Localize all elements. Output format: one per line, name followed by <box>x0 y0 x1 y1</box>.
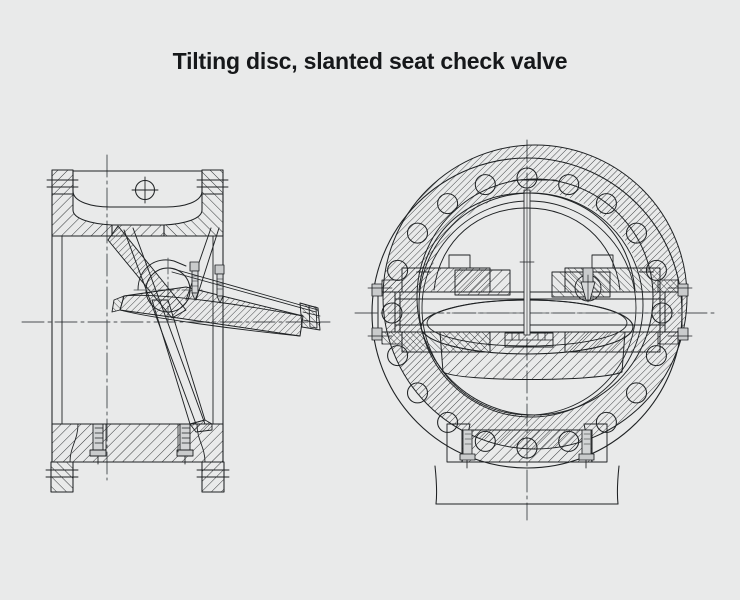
seat-arch-notches <box>448 254 614 269</box>
lower-seat-bolt-right <box>578 429 595 469</box>
slanted-disc-arm <box>119 286 304 337</box>
disc-arm-edges <box>119 294 304 337</box>
shaft-assembly <box>367 189 693 380</box>
cover-center-mark <box>131 176 159 204</box>
bottom-seat-bolt-right <box>176 423 194 465</box>
hub-block-left <box>454 269 511 296</box>
bearing-end-cap-left <box>367 279 403 345</box>
central-hub-section <box>439 331 626 380</box>
body-top-wall-right <box>163 193 224 237</box>
lower-strut-foot <box>189 419 213 433</box>
top-flange <box>46 169 229 237</box>
disc-arm-bolt-left <box>189 261 200 301</box>
bottom-bore-relief-left <box>69 423 79 463</box>
top-flange-right-plate <box>201 169 224 195</box>
disc-projection-lines <box>169 267 319 313</box>
end-view <box>354 139 719 521</box>
upper-seat-arch-inner <box>433 207 621 291</box>
seat-plate-left-rib <box>446 423 471 463</box>
lower-seat-plate <box>446 423 608 469</box>
seat-plate-right-rib <box>583 423 608 463</box>
hub-block-right <box>551 271 611 298</box>
page-title: Tilting disc, slanted seat check valve <box>172 48 568 74</box>
top-flange-left-plate <box>51 169 74 195</box>
bottom-flange <box>45 423 230 493</box>
support-base <box>434 465 620 505</box>
hub-grease-fitting <box>574 267 602 303</box>
body-side-walls <box>51 193 224 463</box>
lower-strut <box>151 299 213 433</box>
side-elevation-view <box>21 154 331 493</box>
disc-arm-end-cap <box>299 302 321 331</box>
pivot-hub-outer-arc <box>137 259 187 291</box>
upper-seat-arch-outer <box>418 192 636 291</box>
bottom-seat-bolts <box>89 423 194 465</box>
bottom-seat-bolt-left <box>89 423 107 465</box>
bottom-flange-stud-lines <box>45 469 230 478</box>
body-top-wall-left <box>51 193 113 237</box>
tilting-disc-arm-assembly <box>107 225 321 433</box>
bearing-end-cap-right <box>657 279 693 345</box>
disc-arm-left-tip <box>111 295 125 313</box>
cover-underside <box>72 170 203 208</box>
lower-seat-bolt-left <box>459 429 476 469</box>
